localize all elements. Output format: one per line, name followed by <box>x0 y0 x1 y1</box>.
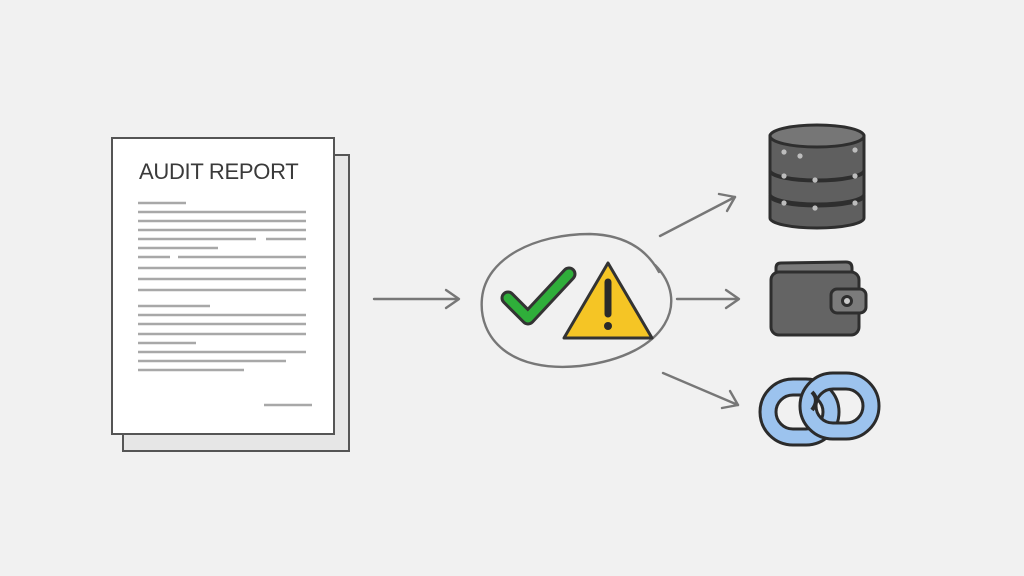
checkmark-icon <box>500 266 577 326</box>
warning-triangle-icon <box>562 261 654 340</box>
arrow-to-database <box>658 192 737 238</box>
arrow-to-chain-link <box>661 371 740 410</box>
database-icon <box>768 123 866 230</box>
report-title: AUDIT REPORT <box>139 159 298 184</box>
arrow-to-review <box>372 288 461 310</box>
document-text-lines <box>138 201 312 407</box>
review-oval <box>480 232 673 369</box>
wallet-icon <box>769 260 868 337</box>
chain-link-icon <box>758 371 881 447</box>
document-front-page <box>111 137 335 435</box>
arrow-to-wallet <box>675 288 741 310</box>
audit-report-document: AUDIT REPORT <box>111 137 350 452</box>
